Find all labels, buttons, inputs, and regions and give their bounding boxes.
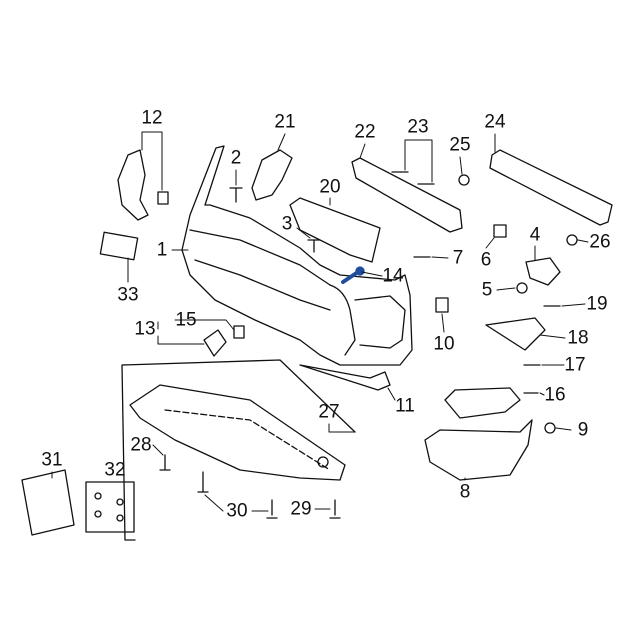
callout-30: 30 <box>226 500 248 522</box>
part-28-screw <box>159 454 171 471</box>
callout-16: 16 <box>544 384 566 406</box>
part-6-clip <box>493 224 507 238</box>
callout-7: 7 <box>452 247 464 269</box>
part-10-clip <box>435 297 449 313</box>
fasteners <box>229 174 578 434</box>
callout-22: 22 <box>354 121 376 143</box>
part-31-license-bracket <box>21 469 75 536</box>
callout-5: 5 <box>481 279 493 301</box>
callout-17: 17 <box>564 354 586 376</box>
callout-2: 2 <box>230 147 242 169</box>
part-27-splitter <box>129 384 346 481</box>
callout-12: 12 <box>141 107 163 129</box>
part-15-clip <box>233 325 245 339</box>
part-30-screw <box>197 471 278 519</box>
callout-19: 19 <box>586 293 608 315</box>
part-4-bracket <box>525 257 561 286</box>
part-27-clip <box>317 456 329 468</box>
part-33-module <box>99 231 139 261</box>
callout-25: 25 <box>449 134 471 156</box>
callout-11: 11 <box>395 395 415 417</box>
part-12-bracket <box>117 149 149 221</box>
callout-27: 27 <box>318 401 340 423</box>
part-22-absorber <box>351 157 463 233</box>
callout-21: 21 <box>274 111 296 133</box>
part-18-deflector <box>485 317 546 351</box>
callout-20: 20 <box>319 176 341 198</box>
part-8-grille <box>424 419 533 481</box>
callout-33: 33 <box>117 284 139 306</box>
callout-8: 8 <box>459 481 471 503</box>
part-14-bolt <box>341 266 365 284</box>
callout-26: 26 <box>589 231 611 253</box>
callout-23: 23 <box>407 116 429 138</box>
callout-15: 15 <box>175 309 197 331</box>
part-32-fasteners <box>94 492 124 522</box>
part-32-box <box>85 481 135 533</box>
callout-3: 3 <box>281 213 293 235</box>
callout-32: 32 <box>104 459 126 481</box>
bumper-cover <box>181 145 413 366</box>
callout-9: 9 <box>577 419 589 441</box>
part-12-clip <box>157 191 169 205</box>
callout-6: 6 <box>480 249 492 271</box>
callout-31: 31 <box>41 449 63 471</box>
part-27-box <box>121 359 356 541</box>
part-23-bolts <box>391 171 435 185</box>
callout-10: 10 <box>433 333 455 355</box>
part-21-bracket <box>251 149 293 201</box>
part-29-screw <box>329 499 341 519</box>
callout-24: 24 <box>484 111 506 133</box>
callout-13: 13 <box>134 318 156 340</box>
leader-lines <box>51 131 589 512</box>
callout-18: 18 <box>567 327 589 349</box>
part-27-splitter-edge <box>164 409 331 471</box>
callout-14: 14 <box>382 265 404 287</box>
part-11-trim <box>299 364 391 391</box>
callout-4: 4 <box>529 224 541 246</box>
callout-1: 1 <box>156 239 168 261</box>
part-20-grille <box>289 197 381 263</box>
callout-28: 28 <box>130 434 152 456</box>
part-16-lamp <box>444 387 521 419</box>
part-13-cover <box>203 329 227 357</box>
part-24-reinforcement <box>489 149 613 226</box>
callout-29: 29 <box>290 498 312 520</box>
